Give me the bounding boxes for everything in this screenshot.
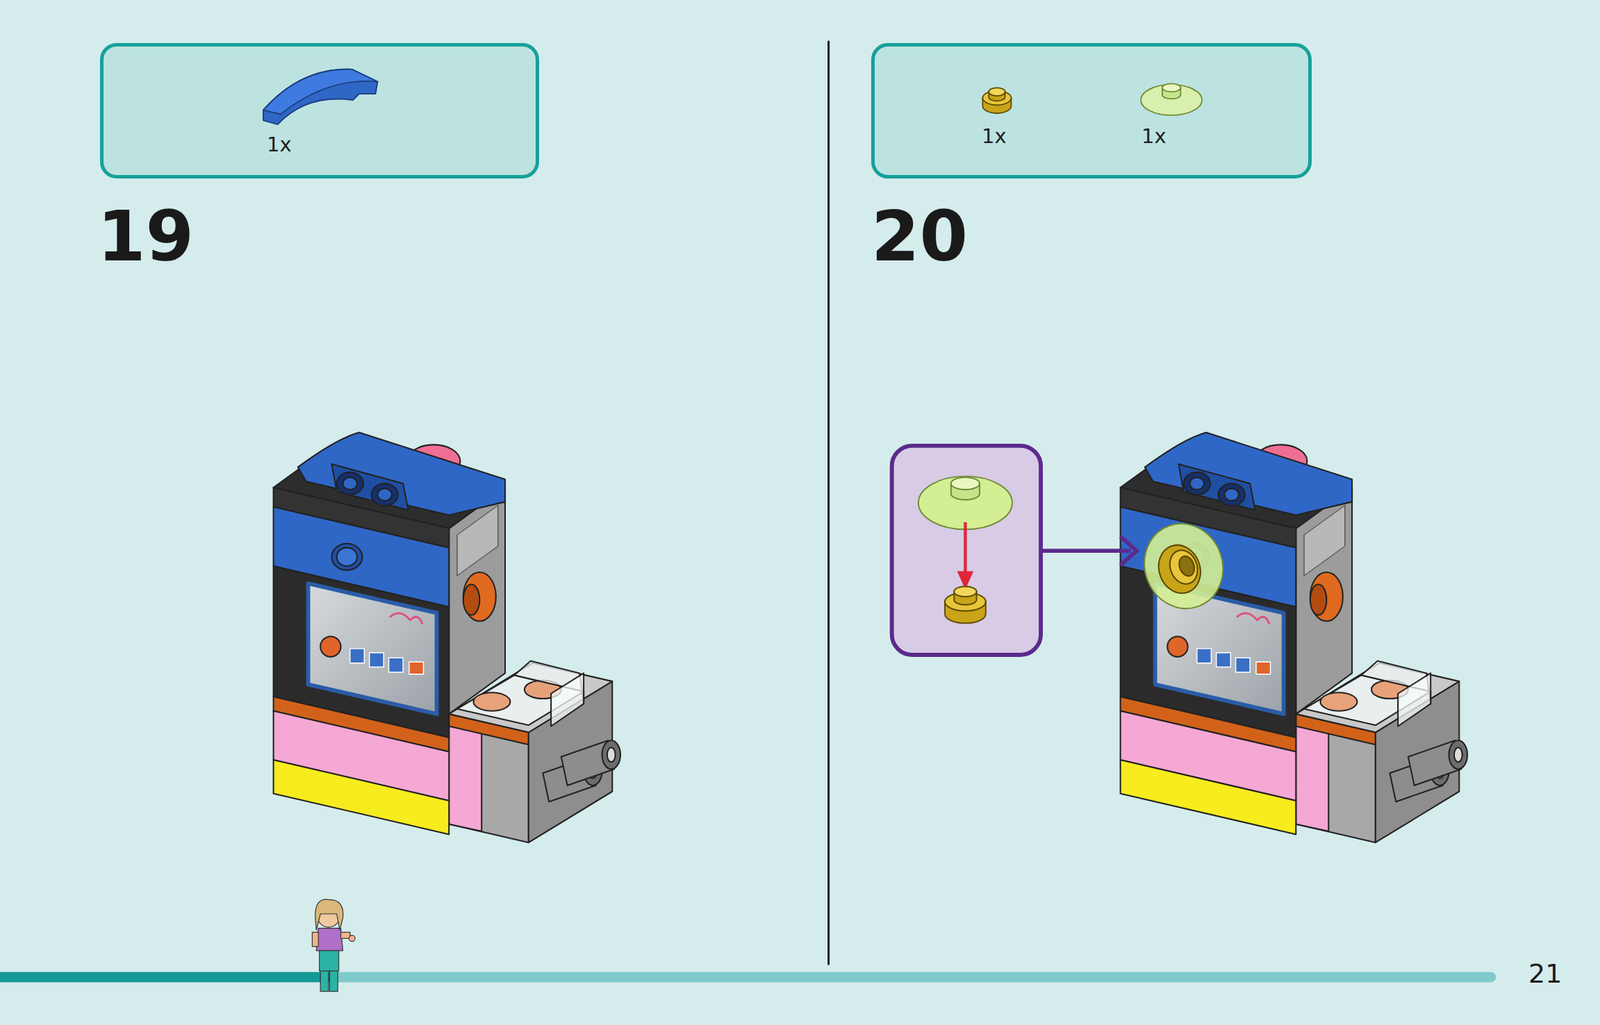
- page-number: 21: [1528, 958, 1562, 990]
- part-count: 1x: [266, 132, 292, 157]
- parts-box: 1x 1x: [871, 43, 1312, 179]
- step-number: 20: [871, 195, 968, 278]
- step-number: 19: [97, 195, 194, 278]
- part-count: 1x: [981, 124, 1007, 148]
- parts-box: 1x: [100, 43, 540, 179]
- part-count: 1x: [1141, 124, 1167, 148]
